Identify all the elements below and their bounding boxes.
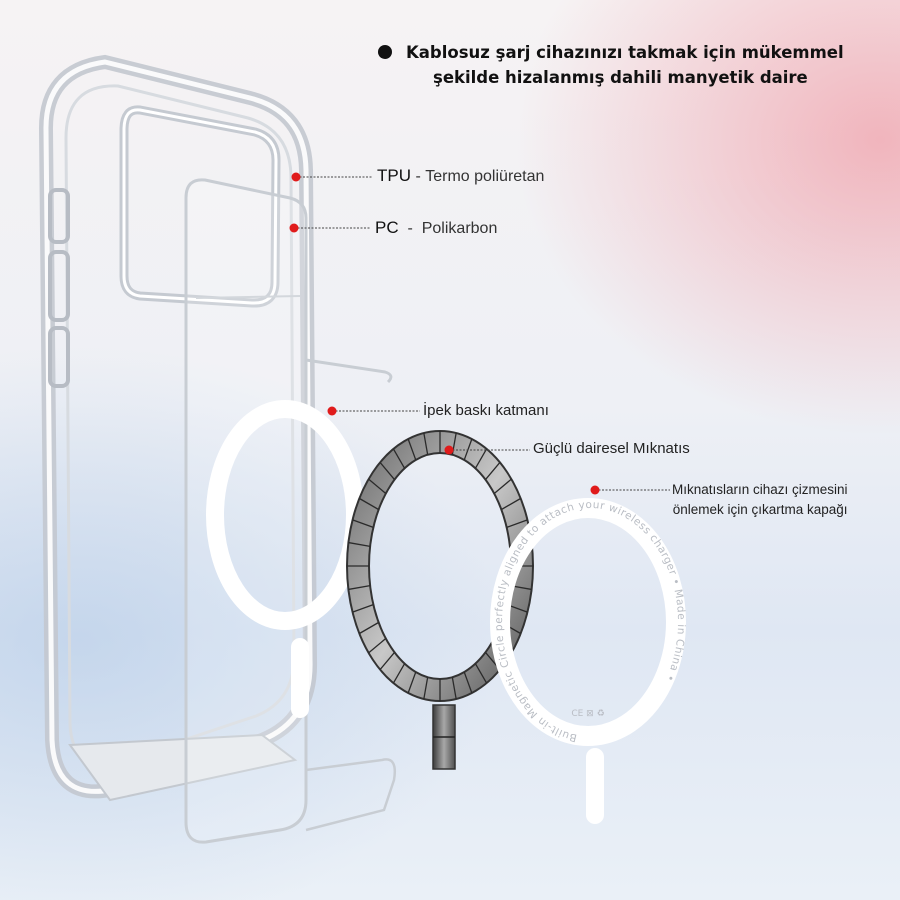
headline-line-2: şekilde hizalanmış dahili manyetik daire	[433, 68, 808, 87]
magnet-segment	[485, 462, 501, 480]
magnet-segment	[392, 448, 406, 469]
magnet-segment	[474, 448, 488, 469]
magnet-segment	[379, 462, 395, 480]
callout-tpu-desc: Termo poliüretan	[425, 168, 545, 185]
magnet-segment	[407, 671, 417, 694]
callout-dot-pc	[289, 223, 299, 233]
protective-cover-ring: Built-in Magnetic Circle perfectly align…	[490, 498, 687, 824]
callout-tpu-code: TPU	[377, 166, 411, 185]
magnet-segment	[506, 519, 528, 528]
magnet-segment	[359, 621, 379, 635]
callout-lines	[294, 176, 670, 491]
tpu-frame	[38, 54, 318, 802]
magnet-segment	[423, 677, 429, 700]
magnet-segment	[352, 519, 374, 528]
magnet-segment	[348, 584, 371, 591]
magnet-segment	[423, 432, 429, 455]
callout-dot-silk	[327, 406, 337, 416]
magnet-segment	[368, 478, 387, 494]
pc-plate	[184, 178, 396, 844]
magnet-block	[432, 704, 456, 770]
callout-pc-separator: -	[407, 220, 413, 237]
callout-cover-line-1: Mıknatısların cihazı çizmesini	[672, 482, 848, 497]
magnet-segment	[463, 671, 473, 694]
callout-tpu-separator: -	[415, 168, 421, 185]
callout-cover: Mıknatısların cihazı çizmesini önlemek i…	[672, 480, 848, 520]
magnet-segment	[493, 478, 512, 494]
headline-line-1: Kablosuz şarj cihazınızı takmak için mük…	[406, 43, 844, 62]
magnet-segment	[379, 652, 395, 670]
magnet-segment	[451, 677, 457, 700]
callout-dot-magnet	[444, 445, 454, 455]
magnet-segment	[348, 541, 371, 548]
callout-pc-desc: Polikarbon	[421, 220, 498, 237]
callout-silk: İpek baskı katmanı	[423, 402, 549, 419]
bullet-icon	[378, 45, 392, 59]
magnet-segment	[463, 438, 473, 461]
magnet-segment	[501, 497, 521, 511]
magnet-segment	[352, 604, 374, 613]
callout-pc: PC - Polikarbon	[375, 218, 497, 238]
callout-dots	[289, 172, 600, 495]
callout-dot-tpu	[291, 172, 301, 182]
certification-marks: CE ⊠ ♻	[571, 709, 604, 719]
magnet-segment	[359, 497, 379, 511]
magnet-segment	[474, 663, 488, 684]
callout-tpu: TPU - Termo poliüretan	[377, 166, 544, 186]
magnet-segment	[368, 638, 387, 654]
magnet-segment	[407, 438, 417, 461]
magnet-segment	[392, 663, 406, 684]
callout-pc-code: PC	[375, 218, 399, 237]
callout-cover-line-2: önlemek için çıkartma kapağı	[672, 502, 848, 517]
callout-magnet: Güçlü dairesel Mıknatıs	[533, 440, 690, 457]
callout-dot-cover	[590, 485, 600, 495]
